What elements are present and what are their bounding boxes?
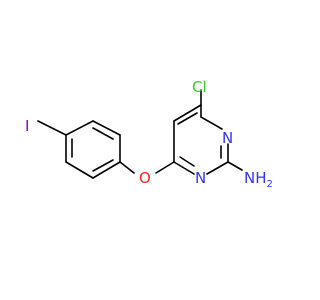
bond-c2-nh2 [227,161,243,171]
benzene-ring [65,120,121,179]
atom-n1-label: N [195,169,206,187]
pyrimidine-ring [173,104,229,175]
atom-n3-label: N [222,129,233,147]
bond-ph-4-5 [65,120,94,136]
bond-c4-c5-inner [177,112,198,125]
atom-nh2-main: NH [244,169,267,187]
bond-ph-1-2-inner [92,159,114,172]
bond-c6-o [155,161,175,174]
bond-n1-c2 [206,161,229,175]
bond-ph-5-6 [92,120,121,136]
bond-o-c1ph [119,161,135,174]
bond-ph-5-6-inner [92,127,114,140]
bond-n3-c4 [200,116,223,130]
atom-nh2-subscript: 2 [267,179,273,190]
bond-ph-2-3 [65,161,94,179]
atom-i-label: I [25,117,29,135]
bond-c6-n1 [173,161,195,175]
molecule-structure: Cl N N O I NH2 [25,78,273,190]
atom-cl-label: Cl [192,78,207,96]
bond-c-i [37,120,67,136]
bond-c4-c5 [173,104,202,122]
atom-o-label: O [139,169,151,187]
atom-nh2-label: NH2 [244,169,273,190]
bond-ph-1-2 [92,161,121,179]
bond-c6-n1-inner [179,156,195,167]
